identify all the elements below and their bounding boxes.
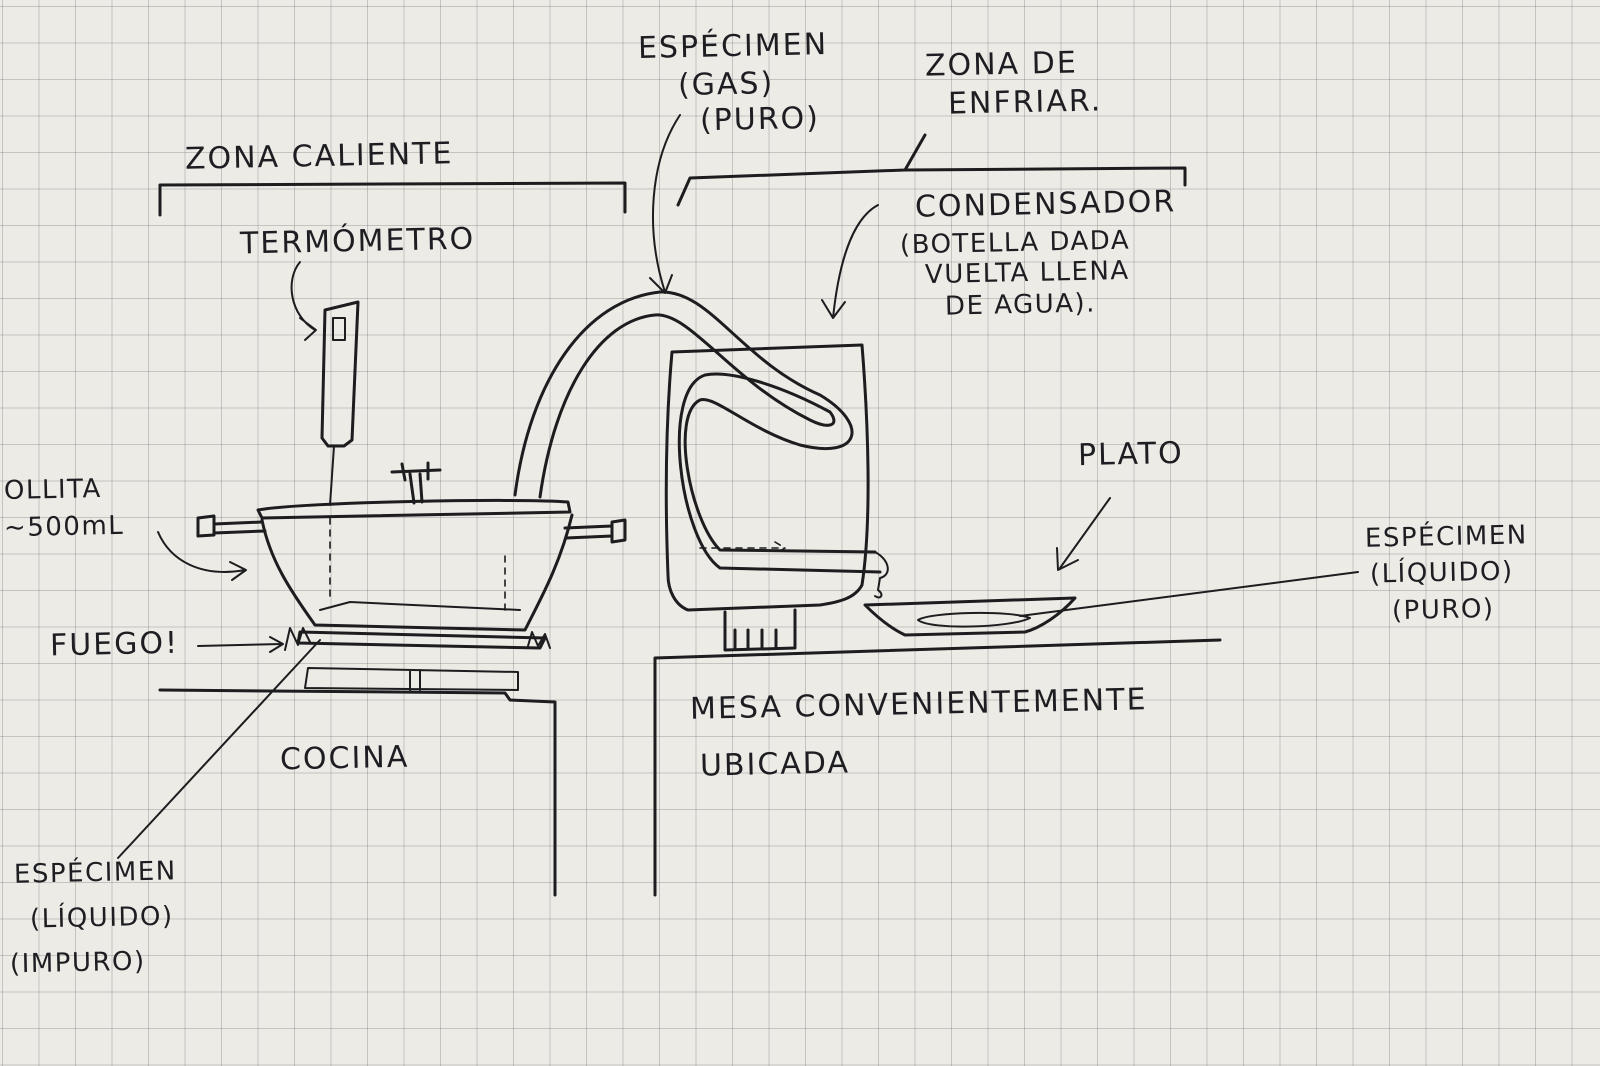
label-fuego: FUEGO! bbox=[49, 625, 180, 664]
label-especimen-liquido-impuro-3: (IMPURO) bbox=[9, 946, 146, 980]
label-zona-enfriar-1: ZONA DE bbox=[924, 45, 1079, 84]
plate-liquid bbox=[917, 611, 1031, 628]
label-especimen-gas-1: ESPÉCIMEN bbox=[637, 27, 829, 66]
label-zona-caliente: ZONA CALIENTE bbox=[184, 136, 454, 177]
liquid-pure-pointer bbox=[1019, 571, 1359, 617]
tube-end bbox=[874, 551, 889, 599]
label-termometro: TERMÓMETRO bbox=[239, 221, 476, 262]
plato-arrow bbox=[1056, 497, 1111, 571]
label-ollita-1: OLLITA bbox=[3, 473, 103, 507]
thermometer-stem bbox=[329, 445, 335, 506]
label-condensador-4: DE AGUA). bbox=[944, 288, 1097, 322]
flame-left bbox=[284, 627, 311, 651]
flame-right bbox=[527, 631, 551, 649]
pot-knob bbox=[390, 461, 442, 505]
pot-liquid bbox=[319, 601, 521, 611]
stove-burner bbox=[304, 667, 519, 691]
counter-top bbox=[158, 688, 557, 897]
label-mesa-2: UBICADA bbox=[699, 745, 851, 784]
pot-lid bbox=[256, 498, 572, 520]
condenser-arrow bbox=[821, 204, 879, 319]
label-cocina: COCINA bbox=[279, 739, 410, 778]
label-especimen-liquido-puro-1: ESPÉCIMEN bbox=[1364, 520, 1528, 554]
label-especimen-liquido-impuro-1: ESPÉCIMEN bbox=[13, 856, 177, 890]
hot-zone-bracket bbox=[158, 181, 627, 217]
liquid-impure-pointer bbox=[117, 639, 321, 859]
cool-zone-bracket bbox=[676, 133, 1187, 207]
label-zona-enfriar-2: ENFRIAR. bbox=[947, 83, 1103, 122]
thermometer bbox=[320, 300, 360, 448]
bottle-body bbox=[664, 343, 870, 612]
label-ollita-2: ~500mL bbox=[3, 510, 125, 544]
vapor-path bbox=[329, 517, 506, 611]
gas-flow-arrow bbox=[699, 541, 786, 555]
tube-outer bbox=[513, 290, 877, 554]
label-especimen-gas-2: (GAS) bbox=[677, 65, 775, 104]
stove-top bbox=[296, 630, 547, 650]
label-especimen-liquido-puro-3: (PURO) bbox=[1391, 593, 1495, 627]
fuego-arrow bbox=[197, 636, 284, 653]
label-plato: PLATO bbox=[1077, 435, 1184, 474]
pot-body bbox=[260, 513, 574, 632]
label-especimen-liquido-impuro-2: (LÍQUIDO) bbox=[29, 901, 174, 935]
label-especimen-gas-3: (PURO) bbox=[699, 100, 821, 139]
thermometer-pointer-arrow bbox=[290, 261, 317, 341]
label-condensador-3: VUELTA LLENA bbox=[924, 255, 1130, 291]
label-condensador-1: CONDENSADOR bbox=[914, 184, 1177, 225]
tube-inner bbox=[538, 313, 882, 574]
ollita-arrow bbox=[157, 531, 247, 581]
gas-arrow bbox=[649, 114, 681, 294]
pot-handle-left bbox=[196, 514, 267, 538]
bottle-neck bbox=[723, 608, 797, 652]
pot-handle-right bbox=[563, 518, 627, 544]
table-top bbox=[653, 638, 1222, 897]
thermometer-mark bbox=[332, 317, 346, 341]
label-especimen-liquido-puro-2: (LÍQUIDO) bbox=[1369, 556, 1514, 590]
plate bbox=[863, 596, 1077, 637]
